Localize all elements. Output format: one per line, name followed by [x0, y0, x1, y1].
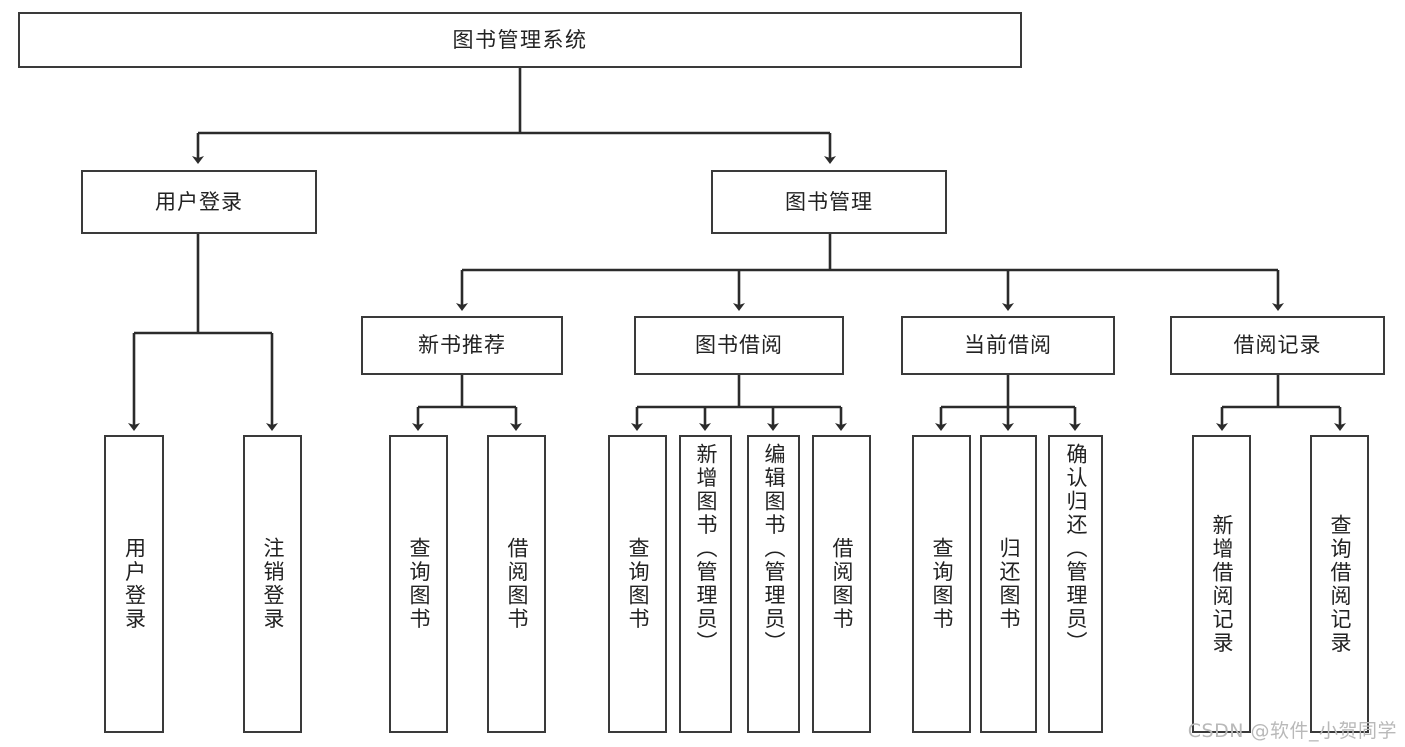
- node-label: 查询借阅记录: [1328, 513, 1352, 655]
- leaf-recommend-query-book[interactable]: 查询图书: [389, 435, 448, 733]
- node-label: 查询图书: [407, 537, 431, 631]
- node-label: 当前借阅: [964, 333, 1052, 358]
- node-current-borrow[interactable]: 当前借阅: [901, 316, 1115, 375]
- node-label: 查询图书: [930, 537, 954, 631]
- node-user-login[interactable]: 用户登录: [81, 170, 317, 234]
- node-label: 归还图书: [997, 537, 1021, 631]
- node-label: 图书管理系统: [452, 27, 588, 52]
- node-label: 图书借阅: [695, 333, 783, 358]
- node-label: 新增图书（管理员）: [694, 443, 718, 655]
- leaf-record-add-record[interactable]: 新增借阅记录: [1192, 435, 1251, 733]
- leaf-borrow-query-book[interactable]: 查询图书: [608, 435, 667, 733]
- node-label: 新书推荐: [418, 333, 506, 358]
- node-root-system[interactable]: 图书管理系统: [18, 12, 1022, 68]
- node-label: 确认归还（管理员）: [1064, 443, 1088, 655]
- node-label: 图书管理: [785, 189, 873, 214]
- node-label: 用户登录: [122, 537, 147, 631]
- node-book-management[interactable]: 图书管理: [711, 170, 947, 234]
- node-label: 查询图书: [626, 537, 650, 631]
- leaf-borrow-add-book-admin[interactable]: 新增图书（管理员）: [679, 435, 732, 733]
- node-label: 借阅图书: [505, 537, 529, 631]
- leaf-record-query-record[interactable]: 查询借阅记录: [1310, 435, 1369, 733]
- node-label: 编辑图书（管理员）: [762, 443, 786, 655]
- node-book-borrow[interactable]: 图书借阅: [634, 316, 844, 375]
- leaf-current-confirm-return-admin[interactable]: 确认归还（管理员）: [1048, 435, 1103, 733]
- node-label: 注销登录: [261, 537, 285, 631]
- watermark-text: CSDN @软件_小贺同学: [1187, 720, 1397, 742]
- node-borrow-record[interactable]: 借阅记录: [1170, 316, 1385, 375]
- leaf-borrow-borrow-book[interactable]: 借阅图书: [812, 435, 871, 733]
- node-label: 借阅记录: [1233, 333, 1322, 358]
- node-new-book-recommend[interactable]: 新书推荐: [361, 316, 563, 375]
- node-label: 借阅图书: [830, 537, 854, 631]
- leaf-user-login[interactable]: 用户登录: [104, 435, 164, 733]
- leaf-current-return-book[interactable]: 归还图书: [980, 435, 1037, 733]
- node-label: 用户登录: [155, 189, 243, 214]
- leaf-recommend-borrow-book[interactable]: 借阅图书: [487, 435, 546, 733]
- leaf-borrow-edit-book-admin[interactable]: 编辑图书（管理员）: [747, 435, 800, 733]
- node-label: 新增借阅记录: [1210, 513, 1234, 655]
- leaf-current-query-book[interactable]: 查询图书: [912, 435, 971, 733]
- leaf-user-logout[interactable]: 注销登录: [243, 435, 302, 733]
